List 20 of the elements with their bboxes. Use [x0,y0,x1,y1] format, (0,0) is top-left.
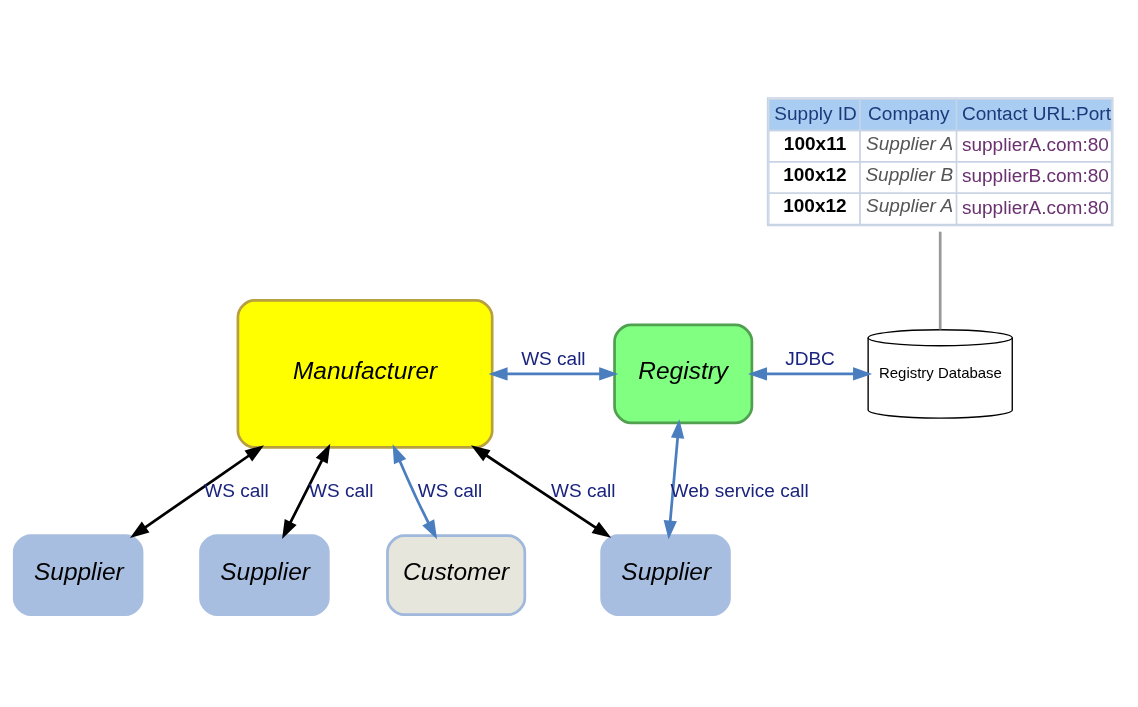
arrow [392,444,438,540]
node-box: Supplier [199,534,330,616]
edge-label: WS call [417,479,483,501]
node-box: Supplier [600,534,731,616]
edge-label: WS call [521,347,586,369]
node-box: Customer [386,534,527,616]
arrow [747,367,873,381]
edge-label: WS call [309,479,374,501]
connector [938,231,942,330]
edge-label: WS call [551,479,616,501]
edge-label: JDBC [785,347,835,369]
arrow [470,445,612,538]
node-box: Supplier [12,534,144,616]
node-box: Registry [613,323,754,425]
edge-label: WS call [204,479,269,501]
node-box: Manufacturer [236,299,494,449]
arrow [663,419,685,540]
arrow [488,367,619,381]
arrow [282,443,331,539]
arrow [129,445,265,538]
